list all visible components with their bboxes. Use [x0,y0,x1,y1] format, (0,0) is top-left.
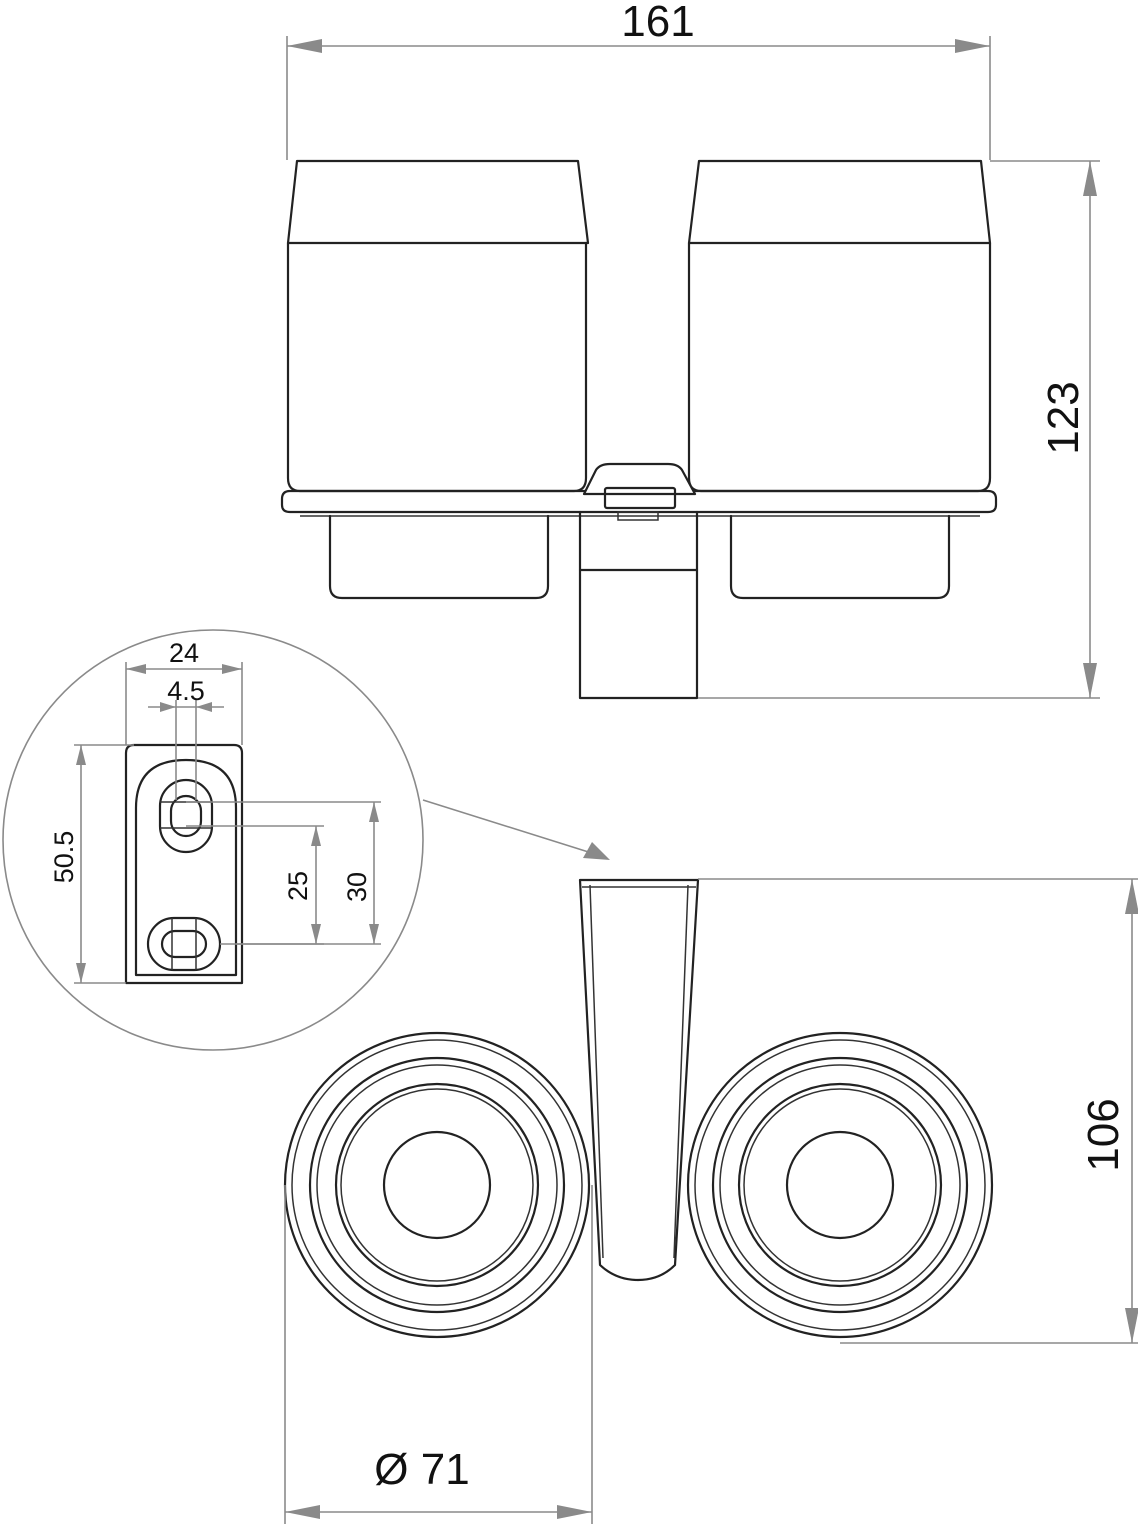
dim-hole-spacing-outer: 30 [186,801,381,945]
dim-cup-diameter: Ø 71 [284,1185,593,1524]
dim-slot-width-label: 4.5 [167,676,205,706]
dim-overall-width: 161 [286,0,991,160]
dim-cup-diameter-label: Ø 71 [374,1445,469,1494]
detail-bracket-inner [134,758,238,977]
right-cup-rim [687,159,992,245]
dim-slot-width: 4.5 [148,676,224,800]
detail-upper-slot-inner [169,794,203,838]
dim-bracket-height: 50.5 [49,744,134,984]
top-view-arm [578,878,700,1282]
bracket-clip-lower [617,511,659,521]
front-view [280,159,998,700]
dim-depth-label: 106 [1079,1098,1128,1171]
bracket-neck [578,510,699,700]
detail-upper-slot-outer [158,778,214,854]
dim-hole-spacing-outer-label: 30 [342,872,372,902]
top-view [283,878,994,1339]
dim-overall-height-label: 123 [1039,381,1088,454]
detail-bracket-plate [124,743,244,985]
dim-bracket-width: 24 [125,638,243,745]
detail-view: 24 4.5 50.5 25 [2,629,610,1051]
dim-bracket-width-label: 24 [169,638,199,668]
dim-hole-spacing-inner-label: 25 [283,871,313,901]
right-cup-body [687,241,992,493]
bracket-cap [582,462,697,496]
detail-circle [2,629,424,1051]
detail-lower-slot-inner [160,929,208,959]
detail-leader [422,799,599,856]
dim-overall-height: 123 [698,160,1100,699]
left-cup-rim [286,159,590,245]
top-view-arm-ridge [589,884,604,1259]
detail-lower-slot-outer [146,916,222,972]
dim-bracket-height-label: 50.5 [49,831,79,884]
right-holder-bowl [729,514,951,600]
left-cup-top [283,1031,591,1339]
bracket-clip [603,486,677,510]
dim-hole-spacing-inner: 25 [186,825,324,945]
dim-overall-width-label: 161 [621,0,694,46]
shelf-plate [280,489,998,514]
dim-depth: 106 [698,878,1138,1344]
left-holder-bowl [328,514,550,600]
right-cup-top [686,1031,994,1339]
left-cup-body [286,241,588,493]
